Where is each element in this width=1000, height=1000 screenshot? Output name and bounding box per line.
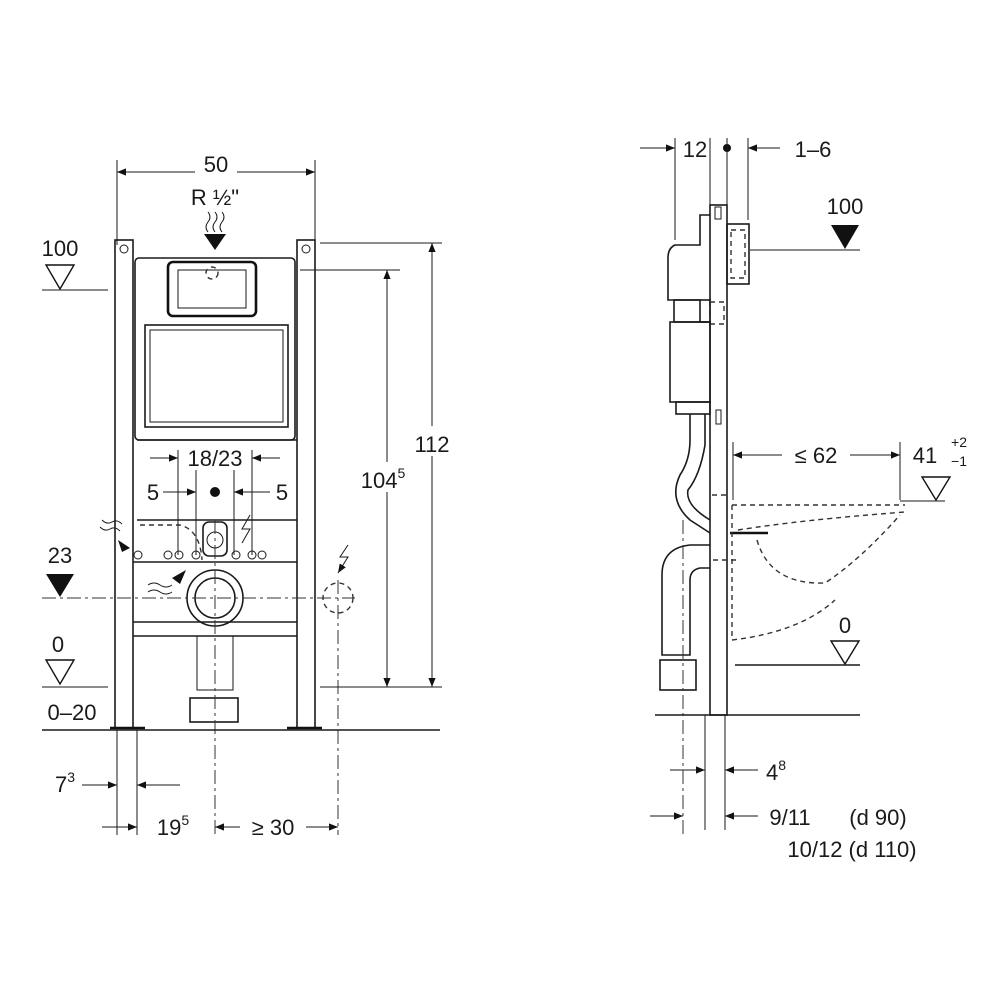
level-marker-filled [831,225,859,249]
level-marker-open [829,640,861,666]
frame-left-upright [114,239,134,729]
level-100-label: 100 [827,194,864,219]
level-100-label: 100 [42,236,79,261]
drain-bend [661,544,710,656]
level-marker-open [44,264,76,291]
d90-label: (d 90) [849,805,906,830]
height-112-label: 112 [414,432,449,457]
actuator-plate-side [726,223,750,285]
level-0-label: 0 [52,632,64,657]
water-supply-icon [99,519,130,552]
max-62-label: ≤ 62 [795,443,838,468]
tolerance-minus: −1 [951,453,967,469]
cistern [134,257,296,441]
wc-bowl-outline [731,504,906,641]
dim-min-30-label: ≥ 30 [252,815,295,840]
dim-9-11-label: 9/11 [769,805,810,830]
height-41-label: 41 [913,443,937,468]
dim-10-12-d110-label: 10/12 (d 110) [787,837,916,862]
water-connection-label: R ½" [191,185,239,210]
electric-icon [337,544,349,574]
flush-pipe [674,414,711,534]
level-marker-filled [46,574,74,597]
drain-pipe-end [659,659,697,691]
dim-4-8-label: 48 [766,757,786,785]
front-view: 50 R ½" 18/23 5 5 [42,150,456,840]
cistern-body [669,321,711,403]
level-marker-open [920,476,952,502]
width-label: 50 [204,152,228,177]
height-104-5-label: 1045 [361,465,406,493]
pipe-spacing-label: 18/23 [187,446,242,471]
offset-left-label: 5 [147,480,159,505]
level-marker-open [44,659,76,686]
center-point [210,487,220,497]
actuator-plate [166,260,258,318]
frame-right-upright [296,239,316,729]
drain-wave-icon [147,570,186,595]
drain-pipe-end [189,697,239,723]
dim-19-5-label: 195 [157,812,189,840]
electric-icon [241,514,251,544]
level-23-label: 23 [48,543,72,568]
floor-range-label: 0–20 [48,700,97,725]
level-0-label: 0 [839,613,851,638]
frame-profile [709,204,728,716]
offset-right-label: 5 [276,480,288,505]
depth-12-label: 12 [683,137,707,162]
side-view: 12 1–6 100 ≤ 62 41 [640,137,967,862]
water-inlet-icon [204,211,226,250]
cistern-panel [144,324,289,428]
tolerance-plus: +2 [951,434,967,450]
dim-7-3-label: 73 [55,769,75,797]
depth-1-6-label: 1–6 [795,137,832,162]
